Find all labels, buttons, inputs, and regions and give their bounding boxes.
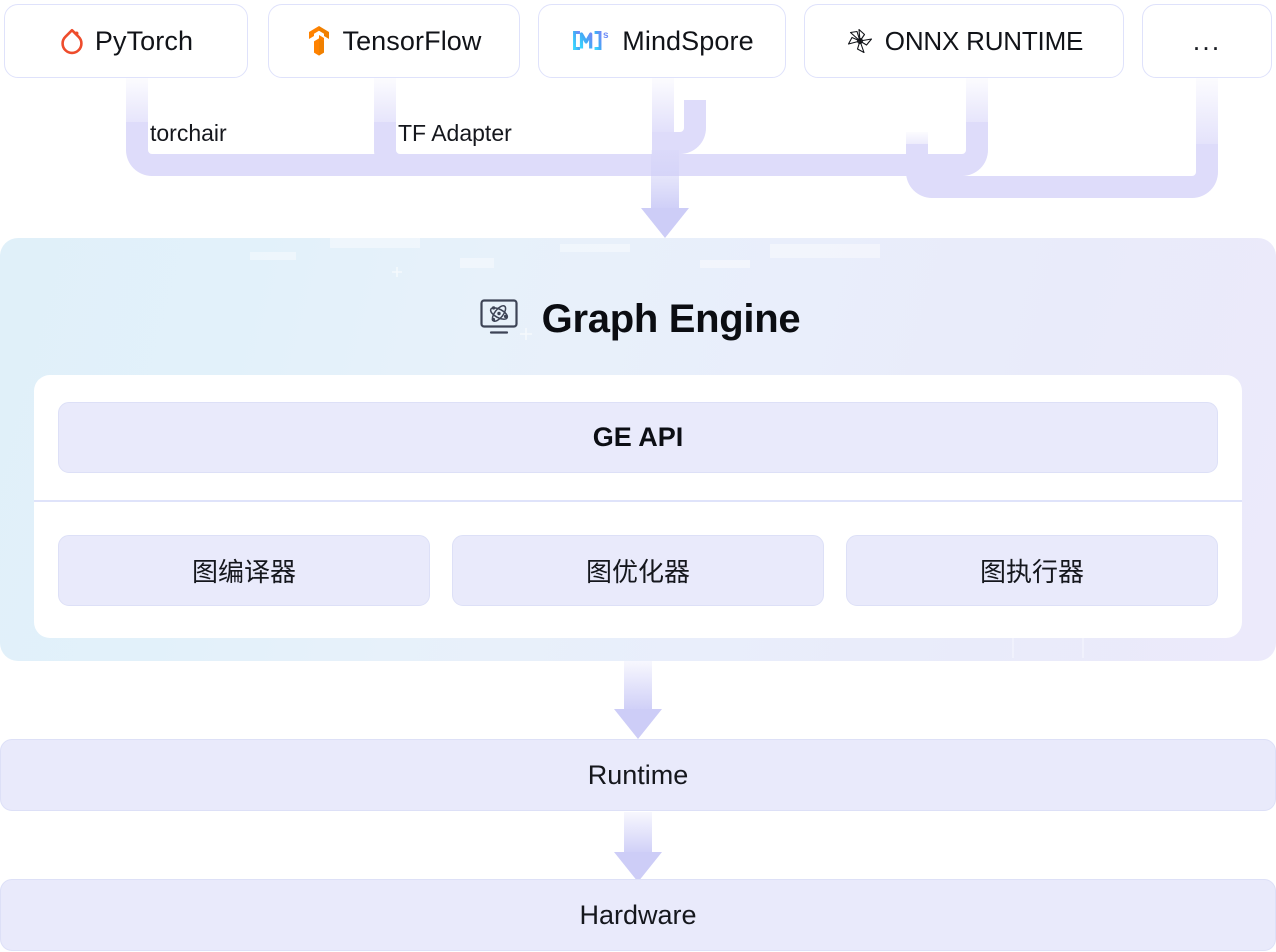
pytorch-flame-icon (59, 26, 85, 56)
ellipsis-icon: ... (1192, 25, 1222, 56)
pipe-bar-tensorflow (428, 154, 680, 176)
pipe-bar-more (960, 176, 1166, 198)
framework-card-more[interactable]: ... (1142, 4, 1272, 78)
pipe-drop-more (1196, 78, 1218, 162)
pipe-elbow-pytorch (126, 122, 180, 176)
hardware-bar[interactable]: Hardware (0, 879, 1276, 951)
ge-api-box[interactable]: GE API (58, 402, 1218, 473)
pipe-elbow-tensorflow (374, 122, 428, 176)
framework-card-mindspore[interactable]: s MindSpore (538, 4, 786, 78)
adapter-label-torchair: torchair (150, 120, 227, 146)
graph-compiler-label: 图编译器 (191, 557, 296, 587)
ge-api-label: GE API (592, 422, 684, 452)
graph-engine-panel: Graph Engine GE API 图编译器 图优化器 图执行器 (0, 238, 1276, 661)
graph-engine-monitor-icon (476, 294, 522, 345)
pipe-elbow-more (1164, 144, 1218, 198)
graph-engine-title-row: Graph Engine (0, 294, 1276, 345)
graph-optimizer-label: 图优化器 (585, 557, 690, 587)
pipe-bar-onnx (680, 154, 936, 176)
graph-executor-box[interactable]: 图执行器 (846, 535, 1218, 606)
adapter-label-tf-adapter: TF Adapter (398, 120, 512, 146)
framework-card-onnx-runtime[interactable]: ONNX RUNTIME (804, 4, 1124, 78)
graph-executor-label: 图执行器 (979, 557, 1084, 587)
graph-compiler-box[interactable]: 图编译器 (58, 535, 430, 606)
pipe-elbow-more-left (906, 144, 960, 198)
svg-text:s: s (603, 30, 609, 41)
runtime-label: Runtime (587, 759, 689, 790)
graph-engine-inner-card: GE API 图编译器 图优化器 图执行器 (34, 375, 1242, 638)
runtime-bar[interactable]: Runtime (0, 739, 1276, 811)
graph-engine-title: Graph Engine (541, 297, 801, 341)
graph-optimizer-box[interactable]: 图优化器 (452, 535, 824, 606)
hardware-label: Hardware (579, 899, 697, 930)
tensorflow-tf-icon (306, 25, 332, 57)
framework-card-pytorch[interactable]: PyTorch (4, 4, 248, 78)
pipe-drop-more-join (906, 132, 928, 156)
framework-card-tensorflow[interactable]: TensorFlow (268, 4, 520, 78)
framework-label: ONNX RUNTIME (884, 25, 1084, 56)
mindspore-bracket-m-icon: s (570, 26, 612, 56)
inner-card-divider (34, 500, 1242, 502)
framework-label: TensorFlow (342, 25, 482, 56)
onnx-pinwheel-icon (845, 26, 875, 56)
framework-label: PyTorch (94, 25, 194, 56)
framework-label: MindSpore (622, 25, 754, 56)
pipe-elbow-mindspore (652, 100, 706, 154)
